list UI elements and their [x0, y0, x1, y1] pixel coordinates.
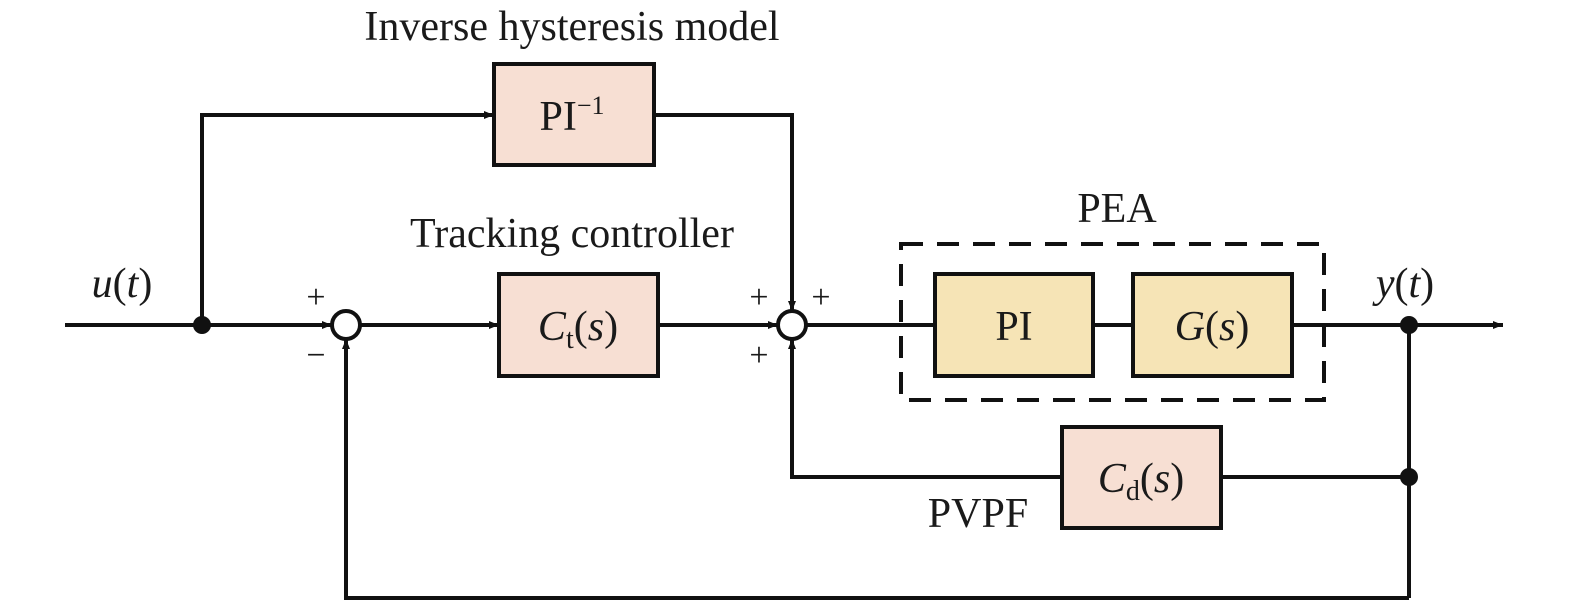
- input-arg: t: [127, 261, 140, 307]
- branch-node-output: [1400, 316, 1418, 334]
- pea-caption: PEA: [1077, 186, 1157, 232]
- block-pi: PI: [933, 272, 1095, 378]
- summing-junction-2: [776, 309, 808, 341]
- block-cd-label: Cd(s): [1098, 456, 1184, 507]
- block-cd-rect: [1060, 425, 1223, 530]
- block-ct-label: Ct(s): [538, 304, 618, 355]
- branch-node-cd: [1400, 468, 1418, 486]
- sum2-sign-top: +: [811, 279, 830, 316]
- block-g-label: G(s): [1175, 304, 1250, 350]
- pvpf-caption: PVPF: [928, 491, 1028, 537]
- tracking-controller-caption: Tracking controller: [410, 211, 734, 257]
- wire-feedback-to-sum1: [342, 339, 1409, 600]
- wire-feedforward-to-pi-inverse: [200, 111, 494, 325]
- wire-cd-to-sum2: [788, 339, 1062, 479]
- sum1-sign-minus: −: [306, 337, 325, 374]
- output-symbol: y: [1372, 261, 1395, 307]
- inverse-hysteresis-caption: Inverse hysteresis model: [364, 4, 779, 50]
- block-pi-inverse: PI−1: [492, 62, 656, 167]
- block-pi-inverse-label: PI−1: [539, 91, 604, 140]
- block-ct: Ct(s): [497, 272, 660, 378]
- output-arg: t: [1408, 261, 1421, 307]
- wire-pi-inverse-to-sum2: [654, 113, 796, 311]
- block-cd: Cd(s): [1060, 425, 1223, 530]
- summing-junction-1: [330, 309, 362, 341]
- block-g: G(s): [1131, 272, 1294, 378]
- input-signal-label: u(t): [92, 261, 153, 307]
- sum1-sign-plus: +: [306, 279, 325, 316]
- branch-node-input: [193, 316, 211, 334]
- block-g-rect: [1131, 272, 1294, 378]
- block-ct-rect: [497, 272, 660, 378]
- input-symbol: u: [92, 261, 113, 307]
- block-pi-inverse-rect: [492, 62, 656, 167]
- sum2-sign-left: +: [749, 279, 768, 316]
- block-pi-rect: [933, 272, 1095, 378]
- pea-boundary: [899, 242, 1326, 402]
- block-pi-label: PI: [995, 304, 1032, 350]
- sum2-sign-bottom: +: [749, 337, 768, 374]
- output-signal-label: y(t): [1372, 261, 1434, 307]
